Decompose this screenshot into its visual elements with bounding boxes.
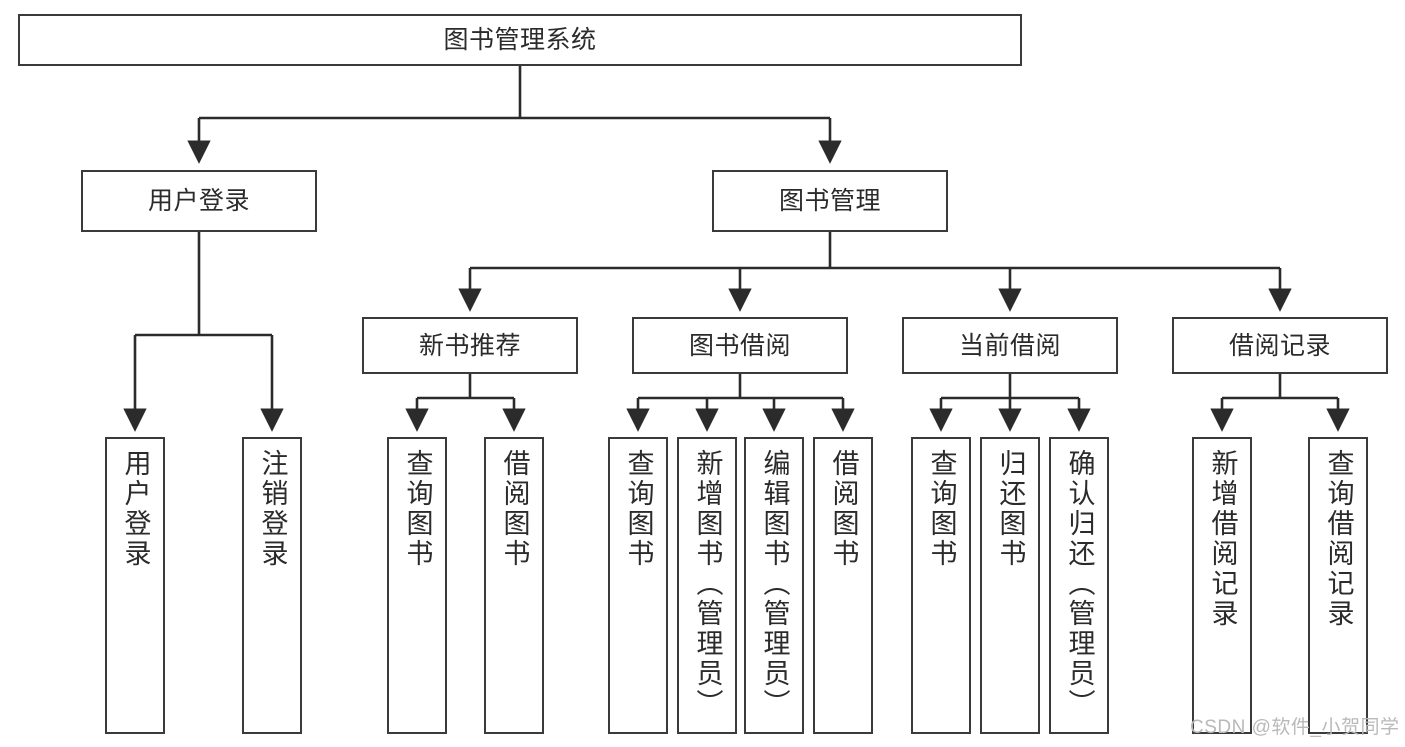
node-current-borrow-label: 当前借阅 — [958, 331, 1061, 360]
node-leaf-book-borrow-query[interactable]: 查询图书 — [608, 437, 668, 734]
node-leaf-label: 借阅图书 — [499, 449, 530, 569]
node-user-login-label: 用户登录 — [147, 187, 250, 215]
node-leaf-book-borrow-add[interactable]: 新增图书（管理员） — [677, 437, 737, 734]
node-borrow-record-label: 借阅记录 — [1228, 331, 1331, 360]
node-book-management-label: 图书管理 — [778, 187, 881, 215]
node-leaf-label: 查询借阅记录 — [1323, 449, 1354, 629]
node-leaf-label: 查询图书 — [623, 449, 654, 569]
node-leaf-new-book-query[interactable]: 查询图书 — [387, 437, 447, 734]
node-leaf-label: 查询图书 — [402, 449, 433, 569]
node-leaf-current-borrow-return[interactable]: 归还图书 — [980, 437, 1040, 734]
node-borrow-record[interactable]: 借阅记录 — [1172, 317, 1388, 374]
node-leaf-user-login-signin[interactable]: 用户登录 — [105, 437, 165, 734]
node-leaf-current-borrow-confirm[interactable]: 确认归还（管理员） — [1049, 437, 1109, 734]
node-leaf-current-borrow-query[interactable]: 查询图书 — [911, 437, 971, 734]
node-leaf-user-login-signout[interactable]: 注销登录 — [242, 437, 302, 734]
node-leaf-borrow-record-add[interactable]: 新增借阅记录 — [1192, 437, 1252, 734]
node-leaf-label: 借阅图书 — [828, 449, 859, 569]
node-leaf-label: 用户登录 — [120, 449, 151, 569]
node-leaf-borrow-record-query[interactable]: 查询借阅记录 — [1308, 437, 1368, 734]
node-leaf-label: 编辑图书（管理员） — [759, 449, 790, 719]
node-root[interactable]: 图书管理系统 — [18, 14, 1022, 66]
watermark-text: CSDN @软件_小贺同学 — [1190, 717, 1400, 738]
node-user-login[interactable]: 用户登录 — [81, 170, 317, 232]
node-new-book-recommend-label: 新书推荐 — [418, 331, 521, 360]
node-new-book-recommend[interactable]: 新书推荐 — [362, 317, 578, 374]
node-leaf-label: 确认归还（管理员） — [1064, 449, 1095, 719]
node-leaf-label: 新增图书（管理员） — [692, 449, 723, 719]
node-book-borrow-label: 图书借阅 — [688, 331, 791, 360]
node-book-management[interactable]: 图书管理 — [712, 170, 948, 232]
node-book-borrow[interactable]: 图书借阅 — [632, 317, 848, 374]
node-leaf-book-borrow-borrow[interactable]: 借阅图书 — [813, 437, 873, 734]
node-leaf-book-borrow-edit[interactable]: 编辑图书（管理员） — [744, 437, 804, 734]
node-root-label: 图书管理系统 — [443, 26, 597, 54]
node-leaf-new-book-borrow[interactable]: 借阅图书 — [484, 437, 544, 734]
node-current-borrow[interactable]: 当前借阅 — [902, 317, 1118, 374]
node-leaf-label: 归还图书 — [995, 449, 1026, 569]
node-leaf-label: 查询图书 — [926, 449, 957, 569]
node-leaf-label: 新增借阅记录 — [1207, 449, 1238, 629]
node-leaf-label: 注销登录 — [257, 449, 288, 569]
